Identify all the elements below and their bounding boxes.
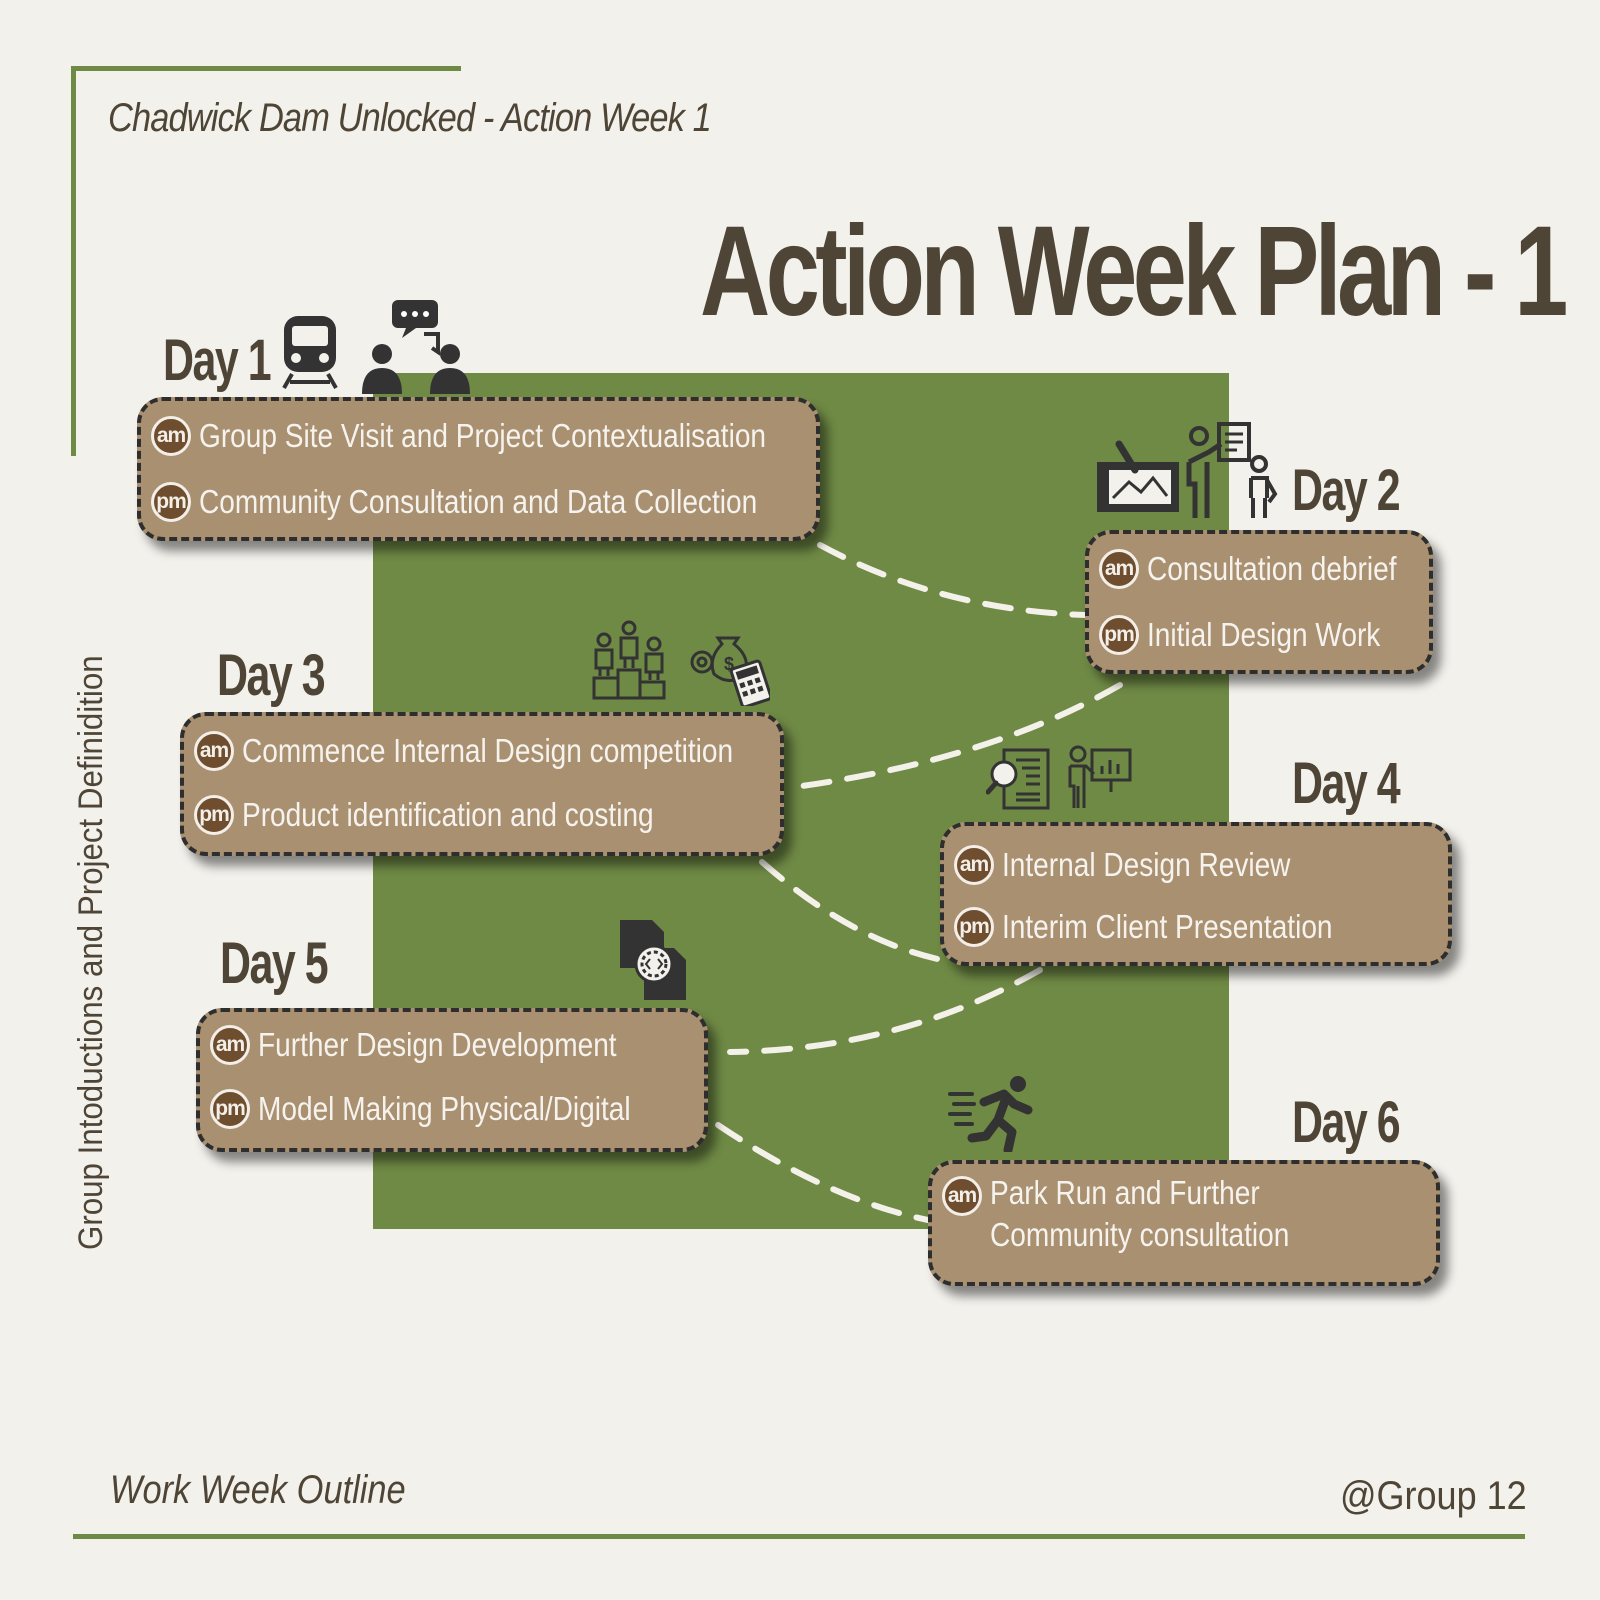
document-search-icon	[986, 748, 1050, 810]
day-3-pm-row: pm Product identification and costing	[194, 790, 726, 840]
podium-icon	[592, 620, 666, 700]
day-6-am-text-line-1: Park Run and Further	[990, 1174, 1260, 1211]
runner-icon	[948, 1076, 1033, 1152]
am-badge: am	[1099, 549, 1139, 589]
footer-left-label: Work Week Outline	[110, 1468, 406, 1512]
day-2-label: Day 2	[1292, 458, 1401, 523]
day-6-am-text-line-2: Community consultation	[990, 1216, 1290, 1253]
pm-badge: pm	[954, 907, 994, 947]
am-badge: am	[942, 1176, 982, 1216]
pm-badge: pm	[194, 795, 234, 835]
day-5-pm-row: pm Model Making Physical/Digital	[210, 1084, 696, 1134]
header-subtitle: Chadwick Dam Unlocked - Action Week 1	[108, 96, 712, 140]
blueprint-icon	[1097, 440, 1179, 512]
frame-top-line	[71, 66, 461, 71]
day-1-pm-row: pm Community Consultation and Data Colle…	[151, 477, 856, 527]
frame-bottom-line	[73, 1534, 1525, 1539]
day-3-am-text: Commence Internal Design competition	[242, 732, 734, 769]
svg-text:$: $	[724, 654, 734, 674]
day-2-am-row: am Consultation debrief	[1099, 544, 1441, 594]
train-icon	[282, 316, 338, 389]
day-2-am-text: Consultation debrief	[1147, 550, 1397, 587]
day-3-card: am Commence Internal Design competition …	[180, 712, 784, 856]
day-4-pm-text: Interim Client Presentation	[1002, 908, 1333, 945]
am-badge: am	[194, 731, 234, 771]
day-2-card: am Consultation debrief pm Initial Desig…	[1085, 530, 1433, 674]
pm-badge: pm	[1099, 615, 1139, 655]
day-6-card: am Park Run and Further Community consul…	[928, 1160, 1440, 1286]
presenter-icon	[1186, 422, 1278, 518]
day-5-label: Day 5	[220, 931, 329, 996]
day-1-pm-text: Community Consultation and Data Collecti…	[199, 483, 758, 520]
day-1-label: Day 1	[163, 328, 272, 393]
pm-badge: pm	[151, 482, 191, 522]
day-5-pm-text: Model Making Physical/Digital	[258, 1090, 631, 1127]
day-5-am-text: Further Design Development	[258, 1026, 617, 1063]
am-badge: am	[954, 845, 994, 885]
day-2-pm-row: pm Initial Design Work	[1099, 610, 1422, 660]
presentation-chart-icon	[1068, 745, 1132, 808]
day-6-am-text: Park Run and Further Community consultat…	[990, 1172, 1289, 1256]
page-title: Action Week Plan - 1	[700, 200, 1568, 343]
day-4-pm-row: pm Interim Client Presentation	[954, 902, 1391, 952]
day-3-pm-text: Product identification and costing	[242, 796, 654, 833]
frame-left-line	[71, 66, 76, 456]
people-chat-icon	[362, 300, 470, 394]
code-settings-file-icon	[620, 920, 686, 1000]
day-1-am-text: Group Site Visit and Project Contextuali…	[199, 417, 767, 454]
day-3-label: Day 3	[217, 643, 326, 708]
day-2-pm-text: Initial Design Work	[1147, 616, 1381, 653]
day-3-am-row: am Commence Internal Design competition	[194, 726, 820, 776]
day-4-label: Day 4	[1292, 751, 1401, 816]
day-4-card: am Internal Design Review pm Interim Cli…	[940, 822, 1452, 966]
am-badge: am	[210, 1025, 250, 1065]
footer-credit: @Group 12	[1340, 1474, 1527, 1518]
day-4-am-text: Internal Design Review	[1002, 846, 1291, 883]
day-5-card: am Further Design Development pm Model M…	[196, 1008, 708, 1152]
day-6-am-row: am Park Run and Further Community consul…	[942, 1172, 1342, 1256]
am-badge: am	[151, 416, 191, 456]
day-4-am-row: am Internal Design Review	[954, 840, 1341, 890]
day-1-am-row: am Group Site Visit and Project Contextu…	[151, 411, 866, 461]
side-label: Group Intoductions and Project Definidit…	[72, 655, 110, 1250]
day-5-am-row: am Further Design Development	[210, 1020, 680, 1070]
day-1-card: am Group Site Visit and Project Contextu…	[137, 397, 820, 541]
money-calculator-icon: $	[690, 636, 770, 706]
day-6-label: Day 6	[1292, 1090, 1401, 1155]
pm-badge: pm	[210, 1089, 250, 1129]
